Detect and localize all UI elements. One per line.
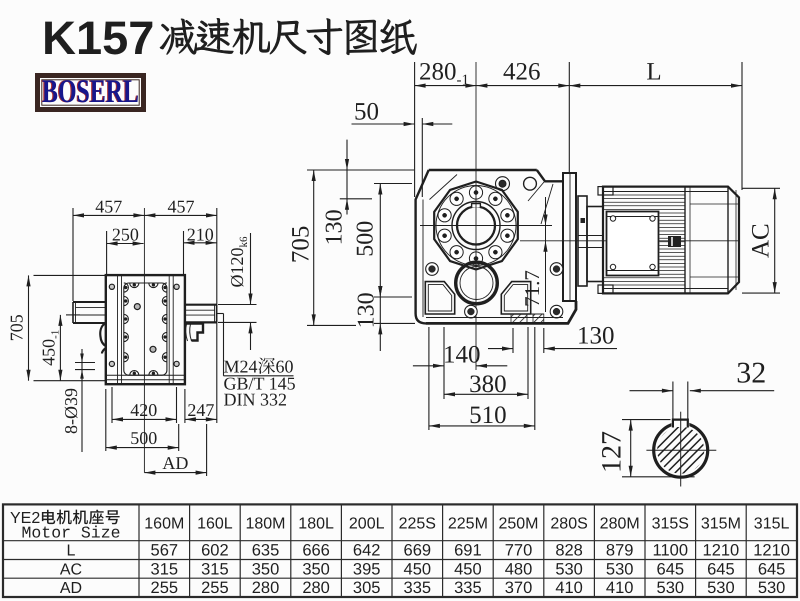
svg-text:200L: 200L bbox=[349, 516, 385, 533]
svg-text:AD: AD bbox=[162, 453, 188, 473]
svg-text:BOSERL: BOSERL bbox=[42, 74, 139, 110]
svg-text:635: 635 bbox=[252, 542, 280, 560]
svg-text:530: 530 bbox=[707, 579, 735, 597]
svg-text:645: 645 bbox=[657, 560, 685, 578]
svg-text:500: 500 bbox=[353, 221, 379, 257]
svg-text:1210: 1210 bbox=[753, 542, 790, 560]
svg-text:350: 350 bbox=[302, 560, 330, 578]
svg-text:250M: 250M bbox=[498, 516, 538, 533]
svg-text:DIN 332: DIN 332 bbox=[224, 390, 288, 410]
svg-text:280: 280 bbox=[252, 579, 280, 597]
svg-text:130: 130 bbox=[322, 209, 348, 245]
svg-text:M24: M24 bbox=[224, 357, 258, 377]
svg-text:255: 255 bbox=[201, 579, 229, 597]
svg-text:602: 602 bbox=[201, 542, 229, 560]
svg-text:280M: 280M bbox=[600, 516, 640, 533]
svg-text:L: L bbox=[646, 59, 661, 86]
svg-text:315M: 315M bbox=[701, 516, 741, 533]
svg-text:500: 500 bbox=[130, 428, 157, 448]
svg-text:K157: K157 bbox=[42, 11, 154, 64]
svg-text:370: 370 bbox=[505, 579, 533, 597]
svg-text:1100: 1100 bbox=[653, 542, 688, 560]
svg-text:705: 705 bbox=[288, 226, 315, 264]
svg-text:AC: AC bbox=[748, 223, 775, 258]
svg-text:457: 457 bbox=[168, 197, 195, 217]
svg-text:L: L bbox=[67, 543, 76, 560]
svg-text:530: 530 bbox=[555, 560, 583, 578]
svg-text:645: 645 bbox=[707, 560, 735, 578]
svg-text:669: 669 bbox=[404, 542, 432, 560]
svg-text:450-1: 450-1 bbox=[39, 330, 62, 366]
svg-text:380: 380 bbox=[469, 371, 507, 398]
svg-text:130: 130 bbox=[354, 292, 380, 328]
svg-text:Ø120k6: Ø120k6 bbox=[227, 236, 250, 288]
svg-text:510: 510 bbox=[469, 402, 507, 429]
svg-text:426: 426 bbox=[503, 59, 541, 86]
svg-text:410: 410 bbox=[606, 579, 634, 597]
svg-text:60: 60 bbox=[276, 357, 294, 377]
svg-text:GB/T 145: GB/T 145 bbox=[224, 374, 296, 394]
svg-text:225S: 225S bbox=[399, 516, 436, 533]
svg-text:691: 691 bbox=[454, 542, 482, 560]
svg-text:480: 480 bbox=[505, 560, 533, 578]
svg-text:315S: 315S bbox=[652, 516, 689, 533]
svg-text:Motor Size: Motor Size bbox=[21, 524, 120, 543]
svg-text:250: 250 bbox=[112, 225, 139, 245]
svg-text:280: 280 bbox=[302, 579, 330, 597]
svg-text:225M: 225M bbox=[448, 516, 488, 533]
svg-text:879: 879 bbox=[606, 542, 634, 560]
svg-text:666: 666 bbox=[302, 542, 330, 560]
svg-text:828: 828 bbox=[555, 542, 583, 560]
svg-text:AC: AC bbox=[60, 561, 82, 578]
svg-text:255: 255 bbox=[151, 579, 179, 597]
svg-text:71.7: 71.7 bbox=[520, 270, 544, 307]
svg-text:770: 770 bbox=[505, 542, 533, 560]
svg-text:315: 315 bbox=[201, 560, 229, 578]
svg-text:180L: 180L bbox=[298, 516, 334, 533]
svg-text:127: 127 bbox=[597, 431, 628, 473]
svg-text:457: 457 bbox=[95, 197, 122, 217]
svg-text:395: 395 bbox=[353, 560, 381, 578]
svg-text:410: 410 bbox=[555, 579, 583, 597]
svg-text:315: 315 bbox=[151, 560, 179, 578]
svg-text:335: 335 bbox=[454, 579, 482, 597]
svg-text:130: 130 bbox=[577, 323, 615, 350]
svg-text:AD: AD bbox=[60, 580, 82, 597]
svg-text:180M: 180M bbox=[245, 516, 285, 533]
svg-text:YE2: YE2 bbox=[10, 510, 40, 527]
svg-text:247: 247 bbox=[187, 400, 214, 420]
svg-text:450: 450 bbox=[454, 560, 482, 578]
svg-text:32: 32 bbox=[736, 357, 766, 390]
svg-text:567: 567 bbox=[151, 542, 179, 560]
svg-text:140: 140 bbox=[443, 341, 481, 368]
svg-text:705: 705 bbox=[6, 314, 26, 341]
svg-text:280S: 280S bbox=[550, 516, 587, 533]
svg-text:1210: 1210 bbox=[703, 542, 740, 560]
svg-text:530: 530 bbox=[657, 579, 685, 597]
svg-text:315L: 315L bbox=[754, 516, 790, 533]
svg-text:645: 645 bbox=[758, 560, 786, 578]
svg-text:642: 642 bbox=[353, 542, 381, 560]
svg-text:210: 210 bbox=[187, 225, 214, 245]
svg-text:280-1: 280-1 bbox=[419, 59, 469, 89]
svg-text:350: 350 bbox=[252, 560, 280, 578]
svg-text:420: 420 bbox=[130, 400, 157, 420]
svg-text:50: 50 bbox=[354, 99, 379, 126]
svg-text:450: 450 bbox=[404, 560, 432, 578]
svg-text:530: 530 bbox=[606, 560, 634, 578]
svg-text:8-Ø39: 8-Ø39 bbox=[61, 388, 81, 434]
svg-text:160M: 160M bbox=[144, 516, 184, 533]
svg-text:530: 530 bbox=[758, 579, 786, 597]
svg-text:335: 335 bbox=[404, 579, 432, 597]
svg-text:160L: 160L bbox=[197, 516, 233, 533]
svg-text:305: 305 bbox=[353, 579, 381, 597]
